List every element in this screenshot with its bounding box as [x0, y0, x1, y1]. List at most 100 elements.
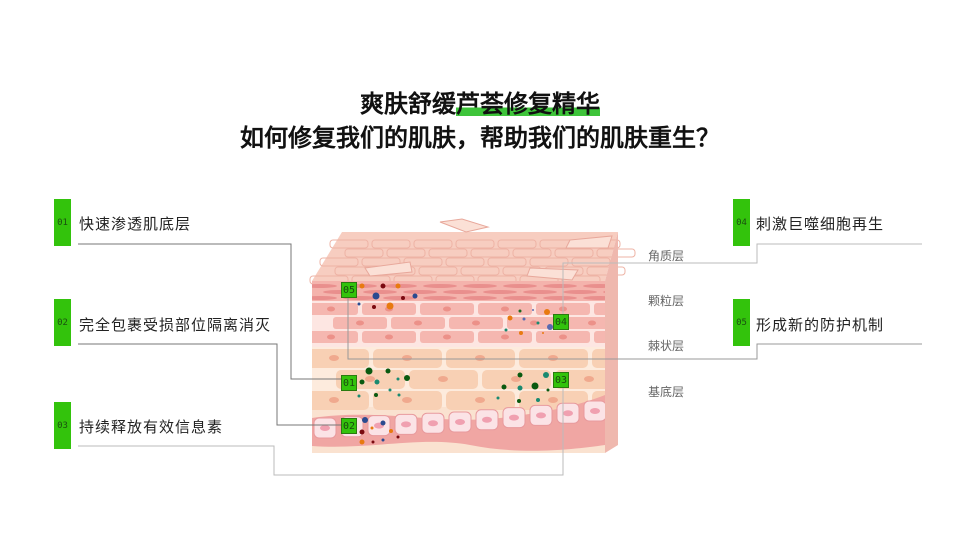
cell-nucleus — [356, 320, 364, 326]
surface-cell — [470, 248, 510, 258]
particle — [507, 315, 513, 321]
granular-cell — [623, 317, 677, 329]
particle — [504, 328, 508, 332]
connector-02 — [78, 343, 341, 426]
marker-02: 02 — [341, 418, 357, 434]
cell-nucleus — [617, 307, 625, 312]
connector-01 — [78, 243, 341, 380]
cell-nucleus — [320, 425, 330, 431]
particle — [395, 283, 401, 289]
granular-cell — [594, 303, 605, 315]
surface-cell — [403, 257, 443, 267]
particle — [532, 309, 534, 311]
cell-nucleus — [402, 397, 412, 403]
feature-label-01: 快速渗透肌底层 — [79, 215, 192, 233]
cell-nucleus — [501, 334, 509, 340]
connector-04 — [562, 243, 922, 315]
surface-cell — [428, 248, 468, 258]
cell-nucleus — [475, 397, 485, 403]
layer-label-granular: 颗粒层 — [648, 294, 685, 308]
feature-label-04: 刺激巨噬细胞再生 — [756, 215, 885, 233]
corneum-cell — [523, 290, 557, 294]
cell-nucleus — [657, 376, 667, 382]
surface-cell — [455, 239, 495, 249]
particle — [517, 399, 521, 403]
corneum-cell — [543, 296, 577, 300]
surface-cell — [586, 266, 626, 276]
cell-nucleus — [443, 334, 451, 340]
cell-nucleus — [401, 421, 411, 428]
skin-flake — [439, 218, 490, 233]
particle — [359, 379, 365, 385]
cell-nucleus — [329, 397, 339, 403]
cell-nucleus — [501, 306, 509, 312]
title-line-2: 如何修复我们的肌肤，帮助我们的肌肤重生？ — [240, 124, 720, 152]
particle — [542, 332, 544, 334]
particle — [388, 388, 392, 392]
corneum-cell — [583, 296, 605, 300]
cell-nucleus — [438, 376, 448, 382]
corneum-cell — [383, 296, 417, 300]
spinous-cell — [312, 391, 369, 410]
cell-nucleus — [559, 334, 567, 340]
particle — [518, 309, 522, 313]
active-particles — [357, 283, 553, 445]
feature-label-05: 形成新的防护机制 — [756, 316, 885, 334]
particle — [380, 420, 386, 426]
surface-cell — [329, 239, 369, 249]
feature-label-02: 完全包裹受损部位隔离消灭 — [79, 316, 272, 334]
corneum-cell — [463, 284, 497, 288]
particle — [359, 283, 365, 289]
cell-nucleus — [584, 376, 594, 382]
particle — [359, 439, 365, 445]
particle — [519, 331, 523, 335]
layer-label-basal: 基底层 — [648, 385, 685, 399]
surface-cell — [371, 239, 411, 249]
particle — [371, 440, 375, 444]
spinous-cell — [312, 349, 369, 368]
surface-cell — [487, 257, 527, 267]
particle — [381, 438, 385, 442]
particle — [522, 317, 526, 321]
cell-nucleus — [402, 355, 412, 361]
cell-nucleus — [588, 320, 596, 326]
particle — [385, 368, 391, 374]
feature-tag-05: 05 — [733, 299, 750, 346]
corneum-cell — [503, 296, 537, 300]
particle — [357, 302, 361, 306]
particle — [517, 372, 523, 378]
particle — [496, 396, 500, 400]
corneum-cell — [443, 290, 477, 294]
corneum-cell — [503, 284, 537, 288]
corneum-cell — [583, 284, 605, 288]
corneum-cell — [363, 290, 397, 294]
particle — [362, 417, 368, 423]
cell-nucleus — [590, 408, 600, 414]
skin-front-face — [312, 281, 677, 453]
particle — [536, 398, 540, 402]
surface-cell — [497, 239, 537, 249]
cell-nucleus — [563, 410, 573, 417]
cell-nucleus — [385, 334, 393, 340]
particle — [386, 302, 394, 310]
particle — [359, 429, 365, 435]
cell-nucleus — [475, 355, 485, 361]
feature-tag-03: 03 — [54, 402, 71, 449]
surface-cell — [418, 266, 458, 276]
title-plain: 爽肤舒缓 — [360, 90, 456, 118]
granular-cell — [594, 331, 605, 343]
particle — [412, 293, 418, 299]
feature-label-03: 持续释放有效信息素 — [79, 418, 224, 436]
granular-cell — [565, 317, 605, 329]
cell-nucleus — [329, 355, 339, 361]
particle — [404, 375, 410, 381]
particle — [547, 324, 553, 330]
corneum-cell — [423, 284, 457, 288]
skin-side-face — [605, 232, 618, 453]
cell-nucleus — [327, 334, 335, 340]
corneum-cell — [483, 290, 517, 294]
cell-nucleus — [365, 376, 375, 382]
marker-01: 01 — [341, 375, 357, 391]
cell-nucleus — [472, 320, 480, 326]
corneum-cell — [423, 296, 457, 300]
